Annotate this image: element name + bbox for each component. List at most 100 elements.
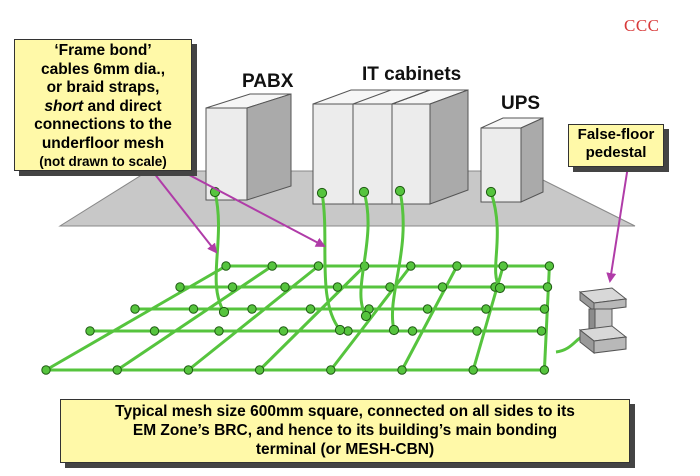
ups-bond-mesh-terminal	[494, 282, 506, 294]
mesh-column-line	[45, 264, 227, 372]
mesh-column-line	[471, 265, 505, 371]
it-cabinet-1-bond-mesh-terminal	[334, 324, 346, 336]
mesh-node	[407, 326, 418, 336]
mesh-node	[397, 365, 407, 375]
it-cabinet-3-bond-cable	[390, 190, 405, 331]
it-cabinet-3	[391, 89, 469, 205]
mesh-node	[385, 282, 395, 292]
pabx-cabinet-side	[246, 93, 292, 201]
it-cabinet-2-bond-mesh-terminal	[360, 310, 372, 322]
it-cabinet-2	[352, 103, 393, 205]
mesh-node	[247, 304, 257, 314]
mesh-node	[343, 326, 353, 336]
mesh-node	[227, 282, 238, 292]
mesh-column-line	[400, 265, 459, 371]
mesh-node	[332, 282, 343, 292]
pabx-cabinet	[205, 93, 292, 201]
mesh-node	[452, 261, 462, 271]
mesh-column-line	[329, 265, 412, 371]
mesh-node	[214, 326, 224, 336]
mesh-node	[539, 365, 550, 375]
arrow-to-pedestal	[606, 165, 629, 283]
frame-bond-line-4: short and direct	[15, 98, 191, 117]
mesh-node	[422, 304, 433, 314]
mesh-node	[544, 261, 555, 271]
pabx-cabinet-front	[205, 107, 248, 201]
it-cabinets-label: IT cabinets	[362, 64, 461, 85]
pabx-bond-cable	[213, 191, 226, 313]
mesh-node	[539, 304, 550, 314]
mesh-node	[112, 365, 122, 375]
ups-bond-cabinet-terminal	[485, 186, 497, 198]
underfloor-mesh	[41, 261, 585, 375]
mesh-node	[130, 304, 140, 314]
frame-bond-cables	[209, 185, 506, 336]
mesh-node	[85, 326, 95, 336]
frame-bond-line-3: or braid straps,	[46, 79, 160, 96]
pedestal-line-2: pedestal	[585, 144, 647, 161]
it-cabinet-divider-1	[352, 89, 392, 105]
mesh-node	[326, 365, 336, 375]
mesh-node	[41, 365, 51, 375]
it-cabinet-3-bond-cabinet-terminal	[394, 185, 406, 197]
it-cabinet-1-bond-cabinet-terminal	[316, 187, 328, 199]
mesh-node	[406, 261, 416, 271]
mesh-node	[468, 365, 478, 375]
frame-bond-line-7: (not drawn to scale)	[39, 154, 167, 169]
mesh-column-line	[187, 264, 320, 372]
mesh-node	[536, 326, 547, 336]
arrow-to-it-bond	[175, 167, 326, 247]
mesh-line-3: terminal (or MESH-CBN)	[255, 441, 435, 458]
mesh-node	[498, 261, 508, 271]
mesh-column-line	[542, 265, 551, 371]
pabx-bond-mesh-terminal	[218, 306, 230, 318]
frame-bond-line-5: connections to the	[34, 116, 172, 133]
mesh-node	[280, 282, 290, 292]
mesh-node	[437, 282, 448, 292]
frame-bond-line-4-rest: and direct	[83, 97, 162, 115]
brand-logo: CCC	[624, 16, 660, 35]
false-floor-pedestal	[578, 287, 628, 355]
it-cabinet-1-bond-cable	[320, 192, 342, 331]
it-cabinet-2-bond-cabinet-terminal	[358, 186, 370, 198]
mesh-node	[254, 365, 265, 375]
frame-bond-emphasis: short	[44, 97, 84, 115]
mesh-callout: Typical mesh size 600mm square, connecte…	[60, 399, 630, 463]
frame-bond-line-2: cables 6mm dia.,	[40, 60, 166, 78]
pedestal-line-1: False-floor	[577, 126, 655, 143]
mesh-node	[278, 326, 289, 336]
it-cabinet-divider-2	[391, 89, 431, 105]
mesh-node	[472, 326, 482, 336]
ups-cabinet-side	[520, 117, 544, 203]
mesh-node	[175, 282, 185, 292]
it-cabinet-3-bond-mesh-terminal	[388, 324, 400, 336]
it-cabinet-3-front	[391, 103, 431, 205]
mesh-node	[481, 304, 491, 314]
mesh-node	[188, 304, 199, 314]
arrow-to-pabx-bond	[149, 167, 218, 254]
equipment-cabinets	[205, 89, 544, 205]
mesh-node	[313, 261, 324, 271]
it-cabinet-1	[312, 103, 354, 205]
pedestal-callout: False-floor pedestal	[568, 124, 664, 167]
mesh-node	[183, 365, 194, 375]
it-cabinet-1-front	[312, 103, 354, 205]
mesh-column-line	[116, 264, 274, 372]
frame-bond-callout: ‘Frame bond’ cables 6mm dia., or braid s…	[14, 39, 192, 171]
mesh-node	[149, 326, 160, 336]
it-cabinet-3-side	[429, 89, 469, 205]
mesh-line-1: Typical mesh size 600mm square, connecte…	[115, 403, 575, 420]
mesh-node	[267, 261, 277, 271]
mesh-node	[542, 282, 553, 292]
pabx-label: PABX	[242, 71, 294, 92]
ups-bond-cable	[489, 191, 502, 289]
it-cabinet-2-front	[352, 103, 393, 205]
ups-label: UPS	[501, 93, 540, 114]
it-cabinet-2-bond-cable	[359, 191, 370, 317]
frame-bond-line-1: ‘Frame bond’	[54, 42, 152, 59]
mesh-column-line	[258, 264, 366, 372]
mesh-line-2: EM Zone’s BRC, and hence to its building…	[132, 422, 558, 439]
mesh-node	[305, 304, 316, 314]
